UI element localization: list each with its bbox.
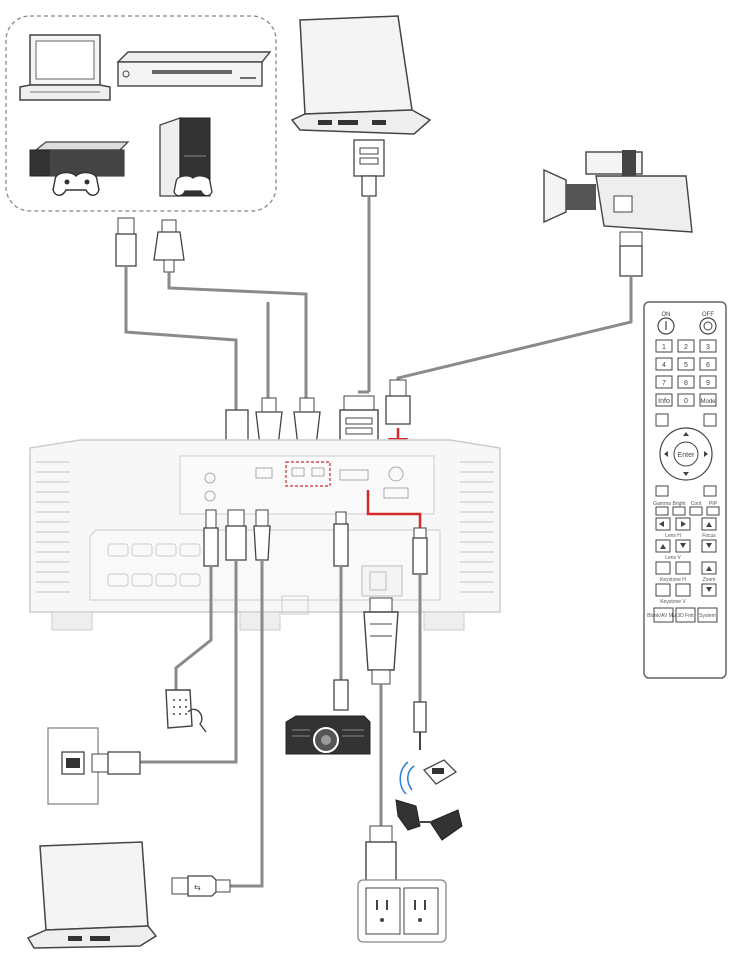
setting-button-2[interactable]: [689, 506, 703, 516]
mode-button[interactable]: [699, 393, 717, 407]
focus-label: Focus: [702, 533, 716, 539]
input-button[interactable]: [655, 413, 669, 427]
network-jack-icon: [47, 727, 141, 805]
number-6-label: 6: [706, 362, 710, 369]
dpad-left-icon: [664, 451, 668, 457]
bottom-label-1: 3D Fmt: [677, 613, 694, 619]
lens-v-label: Lens V: [665, 555, 681, 561]
remote-on-label: ON: [662, 312, 671, 318]
number-5-label: 5: [684, 362, 688, 369]
number-2-label: 2: [684, 344, 688, 351]
number-pad: 1 2 3 4 5 6 7 8 9: [655, 339, 717, 389]
number-1-label: 1: [662, 344, 666, 351]
3d-sync-cable: [412, 527, 428, 750]
bnc-connector: [385, 379, 411, 425]
control-cable-projector: [333, 511, 349, 711]
remote-off-label: OFF: [702, 312, 714, 318]
dpad-right-icon: [704, 451, 708, 457]
setting-button-0[interactable]: [655, 506, 669, 516]
usb-cable: [230, 509, 271, 888]
number-6-button[interactable]: [699, 357, 717, 371]
remote-control: ON OFF 1 2 3 4 5 6 7 8 9 Info 0 Mode Enter Gamma…: [643, 301, 727, 679]
camcorder-cable: [396, 276, 633, 392]
number-9-label: 9: [706, 380, 710, 387]
camcorder-icon: [543, 150, 693, 277]
setting-label-2: Cont: [691, 501, 702, 507]
keystone-v-down-button[interactable]: [675, 583, 691, 597]
number-8-label: 8: [684, 380, 688, 387]
bottom-button-1[interactable]: [675, 607, 696, 623]
number-5-button[interactable]: [677, 357, 695, 371]
bottom-label-0: Blank/AV Mute: [647, 613, 680, 619]
lens-h-label: Lens H: [665, 533, 681, 539]
setting-button-1[interactable]: [672, 506, 686, 516]
number-7-label: 7: [662, 380, 666, 387]
zoom-label: Zoom: [703, 577, 716, 583]
wired-remote-icon: [165, 689, 207, 733]
3d-glasses-icon: [395, 799, 463, 841]
number-8-button[interactable]: [677, 375, 695, 389]
setting-label-3: PIP: [709, 501, 718, 507]
info-label: Info: [658, 398, 670, 405]
menu-button[interactable]: [703, 413, 717, 427]
dpad-down-icon: [683, 472, 689, 476]
setting-label-0: Gamma: [653, 501, 671, 507]
dpad-up-icon: [683, 432, 689, 436]
hdmi-cable-2: [255, 302, 283, 447]
bluray-player-icon: [116, 51, 272, 87]
usb-plug-icon: ⇆: [171, 875, 231, 897]
number-3-button[interactable]: [699, 339, 717, 353]
number-7-button[interactable]: [655, 375, 673, 389]
xbox-console-icon: [29, 141, 130, 196]
number-1-button[interactable]: [655, 339, 673, 353]
playstation-console-icon: [159, 117, 213, 197]
hdmi-cable-from-group: [153, 219, 321, 447]
rj45-cable-from-group: [115, 217, 249, 461]
enter-label: Enter: [678, 452, 695, 459]
lan-cable: [140, 509, 247, 764]
3d-emitter-icon: [399, 759, 458, 795]
enter-button[interactable]: [673, 441, 699, 467]
zero-button[interactable]: [677, 393, 695, 407]
source-devices-group: [5, 15, 277, 212]
zero-label: 0: [684, 398, 688, 405]
number-2-button[interactable]: [677, 339, 695, 353]
number-4-button[interactable]: [655, 357, 673, 371]
number-3-label: 3: [706, 344, 710, 351]
vga-cable: [339, 139, 385, 443]
mode-label: Mode: [700, 399, 716, 405]
keystone-v-label: Keystone V: [660, 599, 686, 605]
svg-text:⇆: ⇆: [194, 883, 201, 892]
power-off-button[interactable]: [699, 317, 717, 335]
number-9-button[interactable]: [699, 375, 717, 389]
setting-label-1: Bright: [672, 501, 686, 507]
keystone-h-label: Keystone H: [660, 577, 686, 583]
bottom-button-2[interactable]: [697, 607, 718, 623]
bottom-button-0[interactable]: [653, 607, 674, 623]
keystone-h-left-button[interactable]: [655, 561, 671, 575]
power-cable: [363, 597, 399, 896]
audio-cable-wired-remote: [174, 509, 219, 690]
number-4-label: 4: [662, 362, 666, 369]
keystone-v-up-button[interactable]: [655, 583, 671, 597]
keystone-h-right-button[interactable]: [675, 561, 691, 575]
laptop-icon: [19, 34, 111, 101]
projector-icon: [285, 715, 371, 755]
info-button[interactable]: [655, 393, 673, 407]
red-link-3d-sync: [366, 490, 422, 528]
bottom-label-2: System: [699, 613, 716, 619]
laptop-top-icon: [290, 15, 432, 135]
power-outlet-icon: [357, 879, 447, 943]
setting-button-3[interactable]: [706, 506, 720, 516]
laptop-bottom-icon: [26, 841, 158, 949]
